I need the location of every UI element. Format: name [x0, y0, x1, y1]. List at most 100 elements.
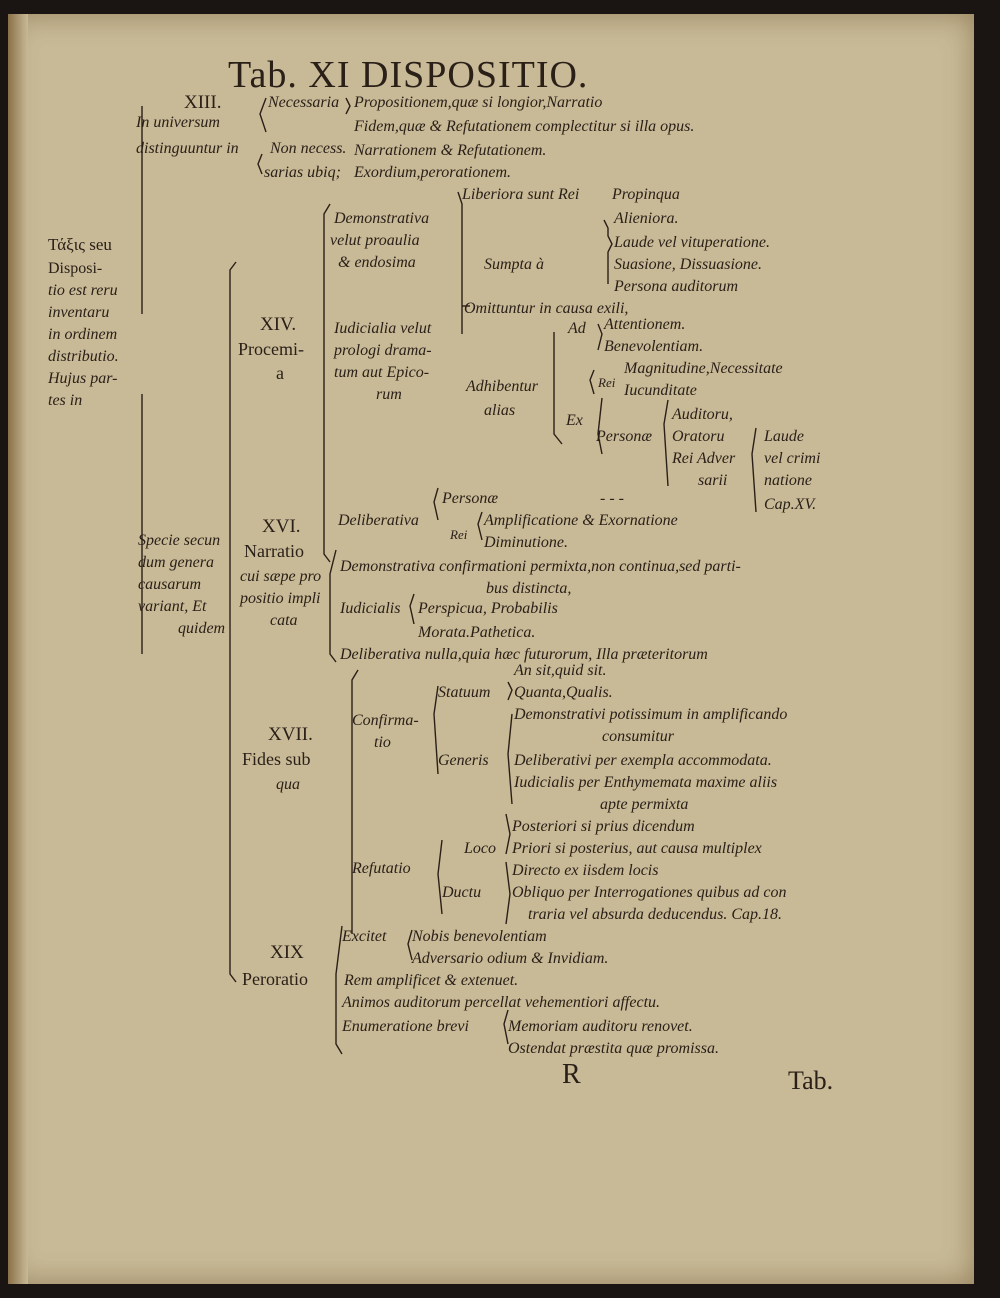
definition-line: inventaru — [48, 304, 110, 321]
excitet: Excitet — [342, 928, 387, 945]
necess-item: Propositionem,quæ si longior,Narratio — [354, 94, 603, 111]
definition-line: Hujus par- — [48, 370, 118, 387]
section-label: Peroratio — [242, 969, 308, 989]
judicialia: rum — [376, 386, 402, 403]
section-number: XIX — [270, 942, 304, 963]
species-line: causarum — [138, 576, 202, 593]
sarias-label: sarias ubiq; — [264, 164, 341, 181]
intro-line: distinguuntur in — [136, 140, 239, 157]
page-title: Tab. XI DISPOSITIO. — [228, 54, 589, 96]
propinqua: Propinqua — [612, 186, 680, 203]
generis-item: Demonstrativi potissimum in amplificando — [514, 706, 788, 723]
section-label: Narratio — [244, 541, 304, 561]
excitet-item: Adversario odium & Invidiam. — [412, 950, 609, 967]
definition-line: in ordinem — [48, 326, 118, 343]
ex-label: Ex — [566, 412, 583, 429]
necess-item: Fidem,quæ & Refutationem complectitur si… — [354, 118, 695, 135]
sumpta-item: Persona auditorum — [614, 278, 738, 295]
intro-line: In universum — [136, 114, 220, 131]
sumpta-item: Laude vel vituperatione. — [614, 234, 770, 251]
generis: Generis — [438, 752, 489, 769]
book-page: Tab. XI DISPOSITIO. XIII. In universum d… — [8, 14, 974, 1284]
chapter-ref: Cap.XV. — [764, 496, 817, 513]
generis-item: apte permixta — [600, 796, 689, 813]
section-number: XIII. — [184, 92, 222, 113]
rei2-label: Rei — [450, 527, 468, 542]
personae-item: Rei Adver — [672, 450, 736, 467]
rem-line: Rem amplificet & extenuet. — [344, 972, 519, 989]
demonstrativa: Demonstrativa — [334, 210, 430, 227]
demonstrativa: velut proaulia — [330, 232, 420, 249]
brace-lines — [141, 97, 757, 1055]
generis-item: Iudicialis per Enthymemata maxime aliis — [514, 774, 778, 791]
loco-item: Posteriori si prius dicendum — [512, 818, 695, 835]
ductu-item: traria vel absurda deducendus. Cap.18. — [528, 906, 783, 923]
definition-line: tio est reru — [48, 282, 118, 299]
section-label: positio impli — [240, 590, 321, 607]
rei-item: Magnitudine,Necessitate — [624, 360, 783, 377]
omittuntur: Omittuntur in causa exili, — [464, 300, 629, 317]
nonnec-item: Exordium,perorationem. — [354, 164, 512, 181]
section-number: XIV. — [260, 314, 297, 335]
necess-label: Necessaria — [268, 94, 340, 111]
generis-item: Deliberativi per exempla accommodata. — [514, 752, 772, 769]
excitet-item: Nobis benevolentiam — [412, 928, 547, 945]
adhibentur: Adhibentur — [466, 378, 538, 395]
laude-item: vel crimi — [764, 450, 821, 467]
judicialis: Iudicialis — [340, 600, 401, 617]
rei2-item: Amplificatione & Exornatione — [484, 512, 678, 529]
deliberativa: Deliberativa — [338, 512, 419, 529]
alieniora: Alieniora. — [614, 210, 679, 227]
loco: Loco — [464, 840, 496, 857]
greek-heading: Τάξις seu — [48, 235, 112, 254]
judicialis-item: Morata.Pathetica. — [418, 624, 536, 641]
section-number: XVI. — [262, 516, 301, 537]
rei-item: Iucunditate — [624, 382, 697, 399]
personae-item: Auditoru, — [672, 406, 733, 423]
confirmatio: tio — [374, 734, 391, 751]
liberiora: Liberiora sunt Rei — [462, 186, 580, 203]
catchword: Tab. — [788, 1066, 834, 1095]
judicialia: Iudicialia velut — [334, 320, 432, 337]
enum-item: Ostendat præstita quæ promissa. — [508, 1040, 719, 1057]
rei2-item: Diminutione. — [484, 534, 568, 551]
species-line: Specie secun — [138, 532, 221, 549]
ad-item: Attentionem. — [604, 316, 686, 333]
species-line: variant, Et — [138, 598, 207, 615]
section-label: cui sæpe pro — [240, 568, 322, 585]
narratio-demonstr: bus distincta, — [486, 580, 572, 597]
enum-item: Memoriam auditoru renovet. — [508, 1018, 693, 1035]
enum-label: Enumeratione brevi — [342, 1018, 469, 1035]
ad-label: Ad — [568, 320, 586, 337]
personae-item: Oratoru — [672, 428, 725, 445]
dashes: - - - — [600, 490, 624, 507]
sumpta-item: Suasione, Dissuasione. — [614, 256, 762, 273]
definition-line: Disposi- — [48, 260, 103, 277]
confirmatio: Confirma- — [352, 712, 419, 729]
ductu-item: Directo ex iisdem locis — [512, 862, 659, 879]
persona2: Personæ — [442, 490, 498, 507]
personae-item: sarii — [698, 472, 728, 489]
nonnec-item: Narrationem & Refutationem. — [354, 142, 547, 159]
rei-label: Rei — [598, 375, 616, 390]
personae-label: Personæ — [596, 428, 652, 445]
intro-line: Non necess. — [270, 140, 347, 157]
loco-item: Priori si posterius, aut causa multiplex — [512, 840, 762, 857]
ductu: Ductu — [442, 884, 482, 901]
section-label: qua — [276, 776, 300, 793]
definition-line: tes in — [48, 392, 83, 409]
section-label: Fides sub — [242, 749, 311, 769]
judicialis-item: Perspicua, Probabilis — [418, 600, 558, 617]
sumpta: Sumpta à — [484, 256, 544, 273]
species-line: dum genera — [138, 554, 214, 571]
laude-item: Laude — [764, 428, 804, 445]
section-number: XVII. — [268, 724, 313, 745]
section-label: a — [276, 363, 284, 383]
ductu-item: Obliquo per Interrogationes quibus ad co… — [512, 884, 787, 901]
judicialia: prologi drama- — [334, 342, 432, 359]
narratio-demonstr: Demonstrativa confirmationi permixta,non… — [340, 558, 741, 575]
statuum: Statuum — [438, 684, 491, 701]
laude-item: natione — [764, 472, 812, 489]
species-line: quidem — [178, 620, 226, 637]
judicialia: tum aut Epico- — [334, 364, 430, 381]
